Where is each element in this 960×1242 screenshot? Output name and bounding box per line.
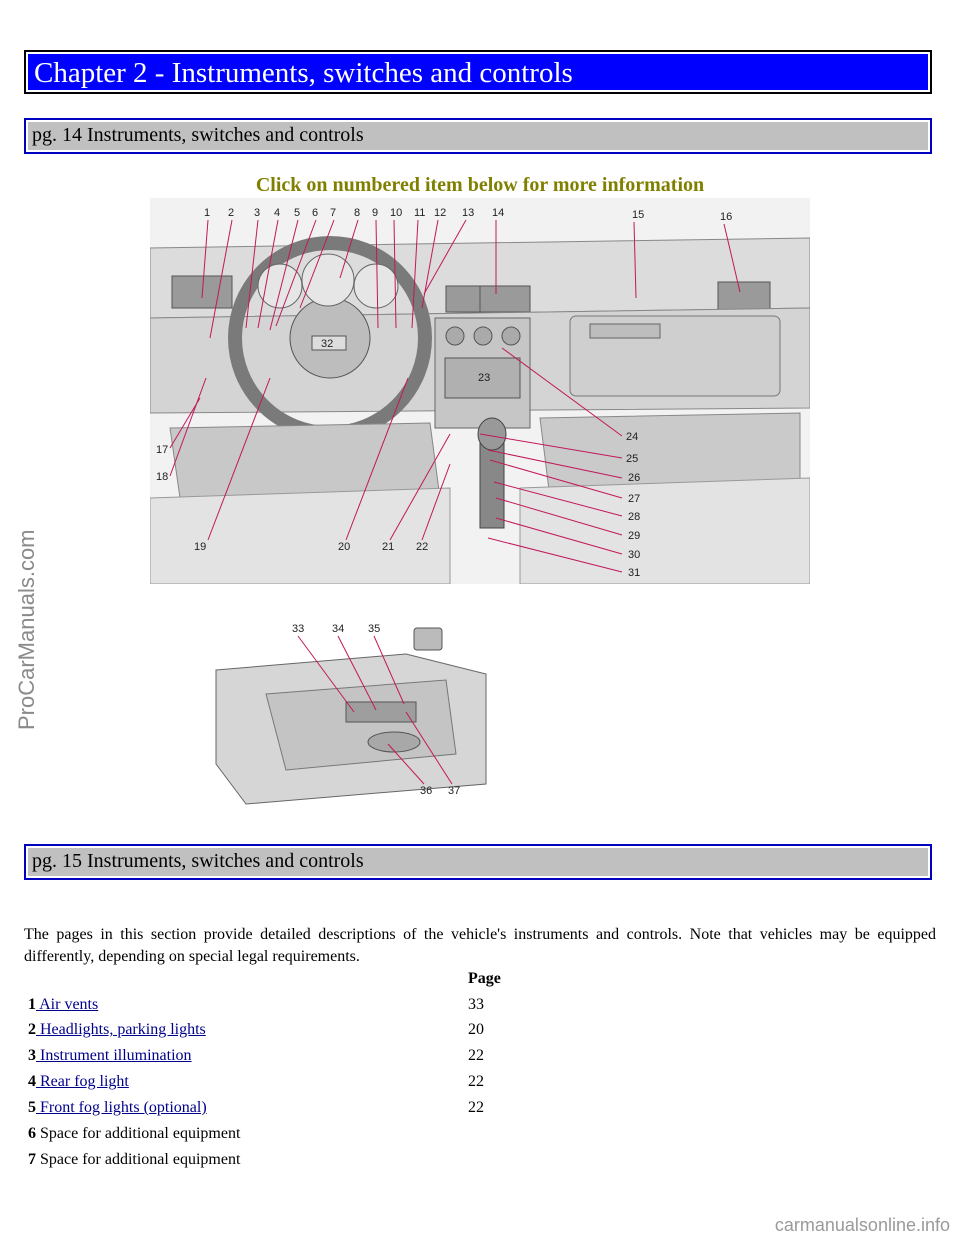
list-item: 1 Air vents — [28, 996, 98, 1018]
item-page: 22 — [468, 1047, 484, 1064]
list-item: 5 Front fog lights (optional) — [28, 1099, 207, 1121]
door-panel-illustration: 33 34 35 36 37 — [206, 614, 496, 810]
svg-text:33: 33 — [292, 623, 304, 635]
svg-text:7: 7 — [330, 207, 336, 219]
item-number: 6 — [28, 1125, 36, 1142]
item-label: Space for additional equipment — [36, 1151, 241, 1168]
svg-text:24: 24 — [626, 431, 638, 443]
item-link-headlights[interactable]: Headlights, parking lights — [36, 1021, 206, 1038]
intro-paragraph: The pages in this section provide detail… — [24, 926, 936, 965]
list-item: 6 Space for additional equipment — [28, 1125, 240, 1147]
footer-watermark: carmanualsonline.info — [774, 1215, 950, 1235]
item-link-instrument-illumination[interactable]: Instrument illumination — [36, 1047, 192, 1064]
item-link-rear-fog-light[interactable]: Rear fog light — [36, 1073, 129, 1090]
item-number: 5 — [28, 1099, 36, 1116]
svg-text:13: 13 — [462, 207, 474, 219]
svg-text:31: 31 — [628, 567, 640, 579]
svg-text:29: 29 — [628, 530, 640, 542]
page-column-header: Page — [468, 970, 501, 987]
svg-text:32: 32 — [321, 338, 333, 350]
dashboard-illustration: 23 32 1 2 3 4 5 6 7 8 9 10 11 12 13 14 1… — [150, 198, 810, 584]
svg-text:6: 6 — [312, 207, 318, 219]
click-instruction: Click on numbered item below for more in… — [255, 174, 705, 196]
svg-text:4: 4 — [274, 207, 280, 219]
list-item: 7 Space for additional equipment — [28, 1151, 240, 1173]
page15-title-bar: pg. 15 Instruments, switches and control… — [24, 844, 932, 880]
item-link-air-vents[interactable]: Air vents — [36, 996, 99, 1013]
item-page: 33 — [468, 996, 484, 1013]
svg-text:36: 36 — [420, 785, 432, 797]
svg-text:14: 14 — [492, 207, 504, 219]
item-page: 22 — [468, 1099, 484, 1116]
item-number: 7 — [28, 1151, 36, 1168]
item-number: 4 — [28, 1073, 36, 1090]
svg-text:26: 26 — [628, 472, 640, 484]
svg-text:18: 18 — [156, 471, 168, 483]
chapter-title-bar: Chapter 2 - Instruments, switches and co… — [24, 50, 932, 94]
item-number: 2 — [28, 1021, 36, 1038]
svg-text:22: 22 — [416, 541, 428, 553]
svg-text:17: 17 — [156, 444, 168, 456]
item-page: 22 — [468, 1073, 484, 1090]
page15-title: pg. 15 Instruments, switches and control… — [32, 850, 364, 872]
svg-text:28: 28 — [628, 511, 640, 523]
svg-text:20: 20 — [338, 541, 350, 553]
page14-title-bar: pg. 14 Instruments, switches and control… — [24, 118, 932, 154]
svg-text:12: 12 — [434, 207, 446, 219]
list-item: 4 Rear fog light — [28, 1073, 129, 1095]
svg-text:27: 27 — [628, 493, 640, 505]
item-number: 3 — [28, 1047, 36, 1064]
svg-text:10: 10 — [390, 207, 402, 219]
svg-text:35: 35 — [368, 623, 380, 635]
svg-text:30: 30 — [628, 549, 640, 561]
svg-text:1: 1 — [204, 207, 210, 219]
svg-text:3: 3 — [254, 207, 260, 219]
svg-text:16: 16 — [720, 211, 732, 223]
svg-text:8: 8 — [354, 207, 360, 219]
svg-text:37: 37 — [448, 785, 460, 797]
page14-title: pg. 14 Instruments, switches and control… — [32, 124, 364, 146]
item-label: Space for additional equipment — [36, 1125, 241, 1142]
svg-text:19: 19 — [194, 541, 206, 553]
svg-text:21: 21 — [382, 541, 394, 553]
list-item: 3 Instrument illumination — [28, 1047, 192, 1069]
svg-text:23: 23 — [478, 372, 490, 384]
svg-text:11: 11 — [414, 207, 425, 219]
chapter-title: Chapter 2 - Instruments, switches and co… — [34, 57, 573, 89]
item-link-front-fog-lights[interactable]: Front fog lights (optional) — [36, 1099, 207, 1116]
svg-text:5: 5 — [294, 207, 300, 219]
list-item: 2 Headlights, parking lights — [28, 1021, 206, 1043]
svg-text:9: 9 — [372, 207, 378, 219]
side-watermark: ProCarManuals.com — [14, 529, 39, 730]
svg-text:25: 25 — [626, 453, 638, 465]
svg-text:2: 2 — [228, 207, 234, 219]
svg-text:15: 15 — [632, 209, 644, 221]
item-page: 20 — [468, 1021, 484, 1038]
svg-text:34: 34 — [332, 623, 344, 635]
item-number: 1 — [28, 996, 36, 1013]
